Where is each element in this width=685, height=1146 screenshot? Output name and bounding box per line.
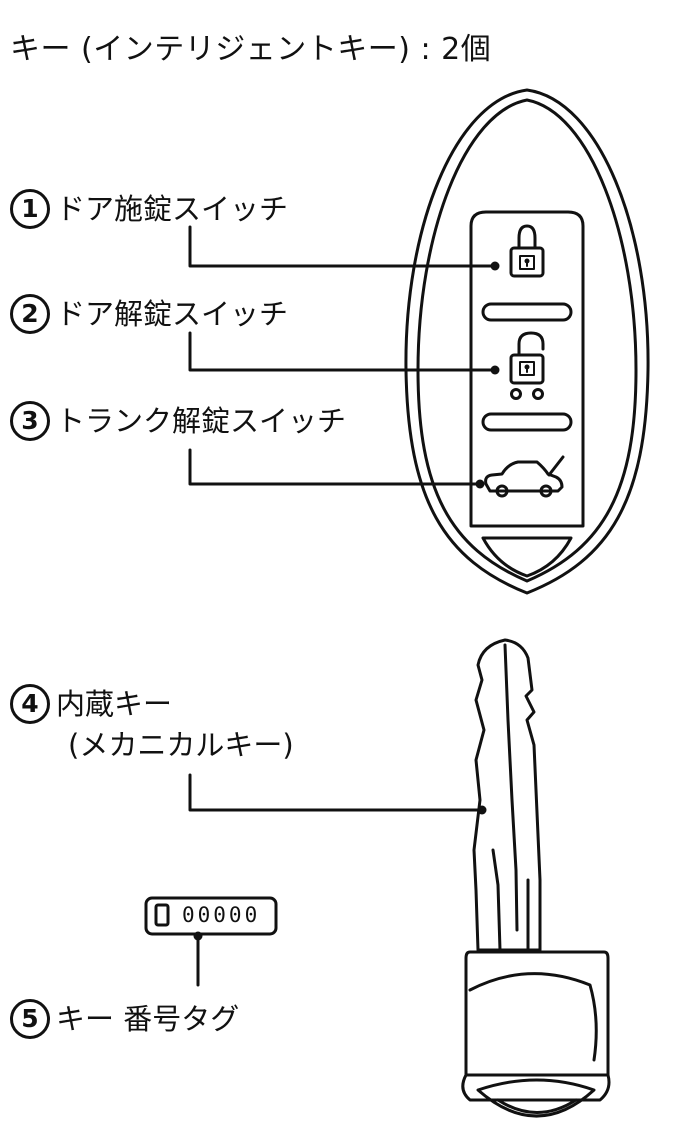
key-number-tag <box>144 896 278 936</box>
key-fob <box>404 88 650 595</box>
unlock-icon <box>509 331 545 400</box>
callout-label: トランク解錠スイッチ <box>56 404 347 438</box>
mechanical-key <box>461 638 611 1118</box>
leader-line-1 <box>188 225 500 271</box>
callout-label: 内蔵キー <box>56 687 173 721</box>
callout-label: ドア解錠スイッチ <box>56 297 289 331</box>
lock-icon <box>509 224 545 278</box>
callout-4-sub: (メカニカルキー) <box>68 728 294 762</box>
leader-line-5 <box>193 931 203 987</box>
page-title: キー (インテリジェントキー) : 2個 <box>10 32 492 67</box>
callout-number: 3 <box>10 401 50 441</box>
callout-number: 2 <box>10 294 50 334</box>
leader-line-3 <box>188 448 485 489</box>
trunk-icon <box>484 455 565 498</box>
callout-number: 1 <box>10 189 50 229</box>
callout-number: 5 <box>10 999 50 1039</box>
callout-number: 4 <box>10 684 50 724</box>
callout-label: キー 番号タグ <box>56 1002 240 1036</box>
key-number-digits: 00000 <box>182 903 261 927</box>
leader-line-2 <box>188 331 500 375</box>
callout-label: ドア施錠スイッチ <box>56 192 289 226</box>
leader-line-4 <box>188 773 487 815</box>
